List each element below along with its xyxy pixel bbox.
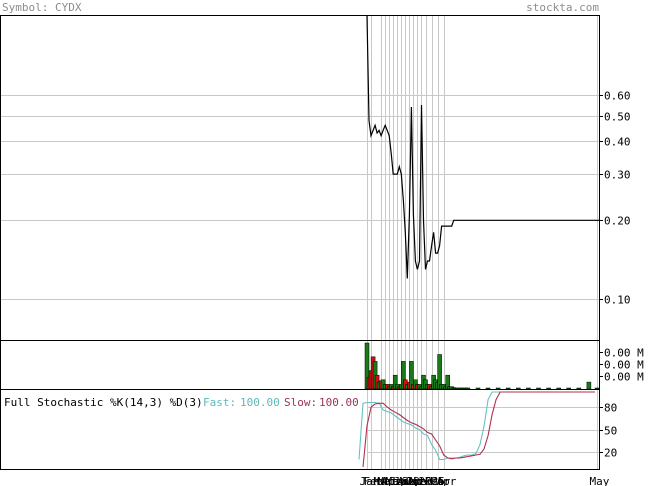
volume-bar <box>505 387 511 390</box>
price-tick-label: 0.30 <box>604 169 631 182</box>
volume-tick-label: 0.00 M <box>604 347 644 360</box>
date-tick-label: Mar <box>374 475 394 486</box>
date-tick-label: Sep <box>402 475 422 486</box>
date-tick-label: 2025 <box>419 475 446 486</box>
price-line <box>366 15 599 279</box>
slow-value: 100.00 <box>319 396 359 409</box>
price-tick-label: 0.60 <box>604 90 631 103</box>
volume-bar <box>465 387 471 390</box>
stochastic-axis: 80 50 20 <box>599 402 617 460</box>
stochastic-series <box>358 391 595 468</box>
fast-value: 100.00 <box>240 396 280 409</box>
date-tick-label: Nov <box>410 475 430 486</box>
price-series <box>366 15 599 279</box>
price-tick-label: 0.20 <box>604 215 631 228</box>
volume-bar <box>475 387 481 390</box>
volume-axis: 0.00 M0.00 M0.00 M <box>599 347 644 384</box>
date-tick-label: May <box>590 475 610 486</box>
date-tick-label: Apr <box>382 475 402 486</box>
volume-bar <box>516 387 521 390</box>
volume-bar <box>586 381 592 390</box>
stochastic-panel <box>0 389 600 470</box>
date-tick-label: Feb <box>364 475 384 486</box>
stochastic-grid <box>367 390 599 469</box>
symbol-label: Symbol: CYDX <box>2 1 82 14</box>
date-tick-label: May <box>386 475 406 486</box>
price-tick-label: 0.50 <box>604 111 631 124</box>
volume-bar <box>556 387 561 390</box>
volume-bar <box>495 387 501 390</box>
volume-bar <box>437 354 442 390</box>
date-tick-label: Mar <box>431 475 451 486</box>
volume-panel <box>0 340 600 390</box>
brand-label: stockta.com <box>526 1 599 14</box>
volume-bar <box>566 387 571 390</box>
volume-bar <box>485 387 491 390</box>
volume-bar <box>526 387 531 390</box>
date-tick-label: Apr <box>437 475 457 486</box>
price-tick-label: 0.40 <box>604 136 631 149</box>
date-axis: JanFebMarMarAprMayJunJulAugSepOctNovDec2… <box>360 475 610 486</box>
date-tick-label: Oct <box>406 475 426 486</box>
stochastic-tick-label: 80 <box>604 402 617 415</box>
stochastic-tick-label: 50 <box>604 425 617 438</box>
stochastic-tick-label: 20 <box>604 447 617 460</box>
fast-label: Fast: <box>203 396 236 409</box>
slow-line <box>362 391 595 468</box>
date-tick-label: Jul <box>394 475 414 486</box>
volume-bar <box>536 387 541 390</box>
date-tick-label: Jun <box>390 475 410 486</box>
date-tick-label: Aug <box>398 475 418 486</box>
slow-label: Slow: <box>284 396 317 409</box>
volume-bar <box>594 387 600 390</box>
price-tick-label: 0.10 <box>604 294 631 307</box>
date-tick-label: Feb <box>425 475 445 486</box>
price-axis: 0.60 0.50 0.40 0.30 0.20 0.10 <box>599 90 631 307</box>
volume-series <box>364 342 600 390</box>
date-tick-label: Jan <box>360 475 380 486</box>
volume-bar <box>546 387 551 390</box>
volume-bar <box>576 387 582 390</box>
price-panel <box>0 15 600 341</box>
date-tick-label: Mar <box>378 475 398 486</box>
date-tick-label: Dec <box>414 475 434 486</box>
stochastic-title: Full Stochastic %K(14,3) %D(3) <box>4 396 203 409</box>
volume-tick-label: 0.00 M <box>604 371 644 384</box>
volume-tick-label: 0.00 M <box>604 359 644 372</box>
